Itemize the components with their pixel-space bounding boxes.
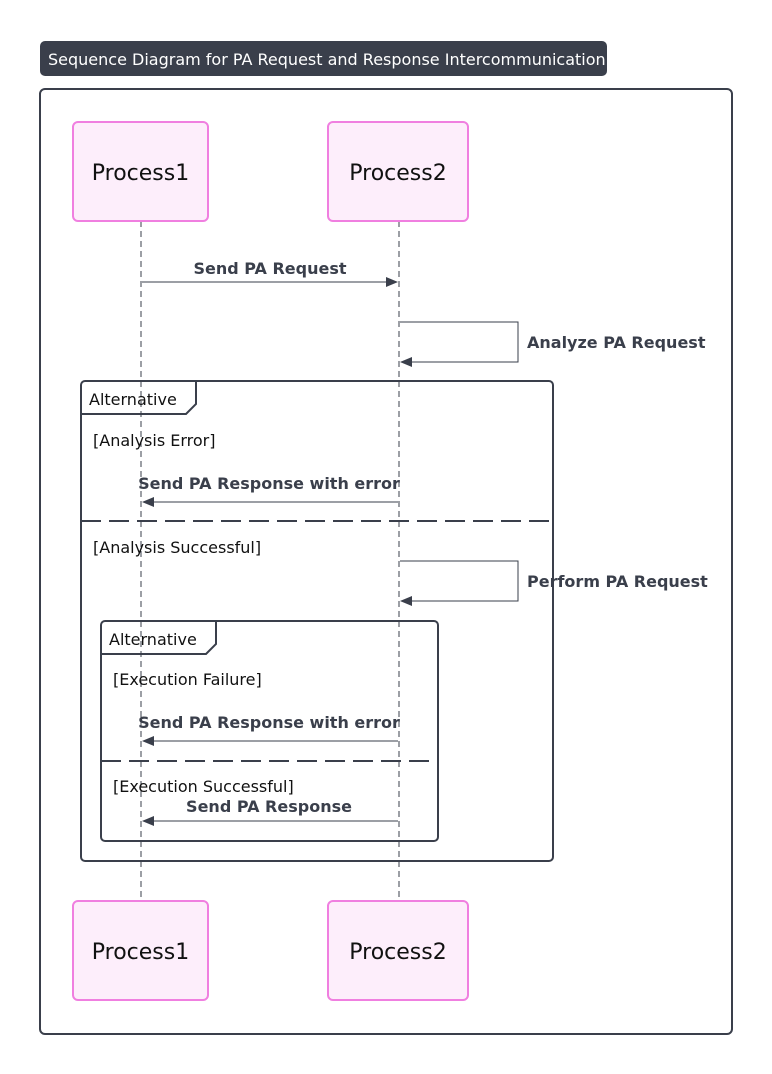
actor-label: Process2 [349,940,446,965]
actor-box [327,900,469,1001]
actor-label: Process1 [92,161,189,186]
title-background [40,41,607,76]
alt-condition-label: [Execution Failure] [113,670,262,689]
diagram-border [39,88,733,1035]
alt-frame-tab [81,381,197,415]
self-message-arrow [400,560,519,606]
message-label: Send PA Response with error [138,713,400,732]
message-label: Send PA Response [186,797,352,816]
message-label: Send PA Response with error [138,474,400,493]
inner-alt-frame: Alternative [Execution Failure] [Executi… [100,620,439,842]
actor-label: Process2 [349,161,446,186]
message-error-response-2: Send PA Response with error [138,713,400,746]
alt-frame-label: Alternative [89,390,177,409]
actor-process2-top[interactable]: Process2 [327,121,469,222]
title-text: Sequence Diagram for PA Request and Resp… [48,50,606,69]
alt-frame-box [80,380,554,862]
alt-frame-box [100,620,439,842]
actor-process1-top[interactable]: Process1 [72,121,209,222]
actor-label: Process1 [92,940,189,965]
message-perform-request: Perform PA Request [400,560,708,606]
alt-frame-label: Alternative [109,630,197,649]
actor-process2-bottom[interactable]: Process2 [327,900,469,1001]
actor-box [72,121,209,222]
self-message-arrow [400,321,519,367]
message-error-response-1: Send PA Response with error [138,474,400,507]
actor-box [327,121,469,222]
message-label: Analyze PA Request [527,333,706,352]
diagram-title: Sequence Diagram for PA Request and Resp… [40,41,607,76]
alt-condition-label: [Analysis Error] [93,431,216,450]
alt-frame-tab [101,621,217,655]
message-label: Perform PA Request [527,572,708,591]
alt-condition-label: [Execution Successful] [113,777,294,796]
actor-process1-bottom[interactable]: Process1 [72,900,209,1001]
actor-box [72,900,209,1001]
message-analyze-request: Analyze PA Request [400,321,706,367]
message-label: Send PA Request [193,259,346,278]
message-send-request: Send PA Request [142,259,398,287]
message-response: Send PA Response [142,797,398,826]
outer-alt-frame: Alternative [Analysis Error] [Analysis S… [80,380,554,862]
alt-condition-label: [Analysis Successful] [93,538,261,557]
